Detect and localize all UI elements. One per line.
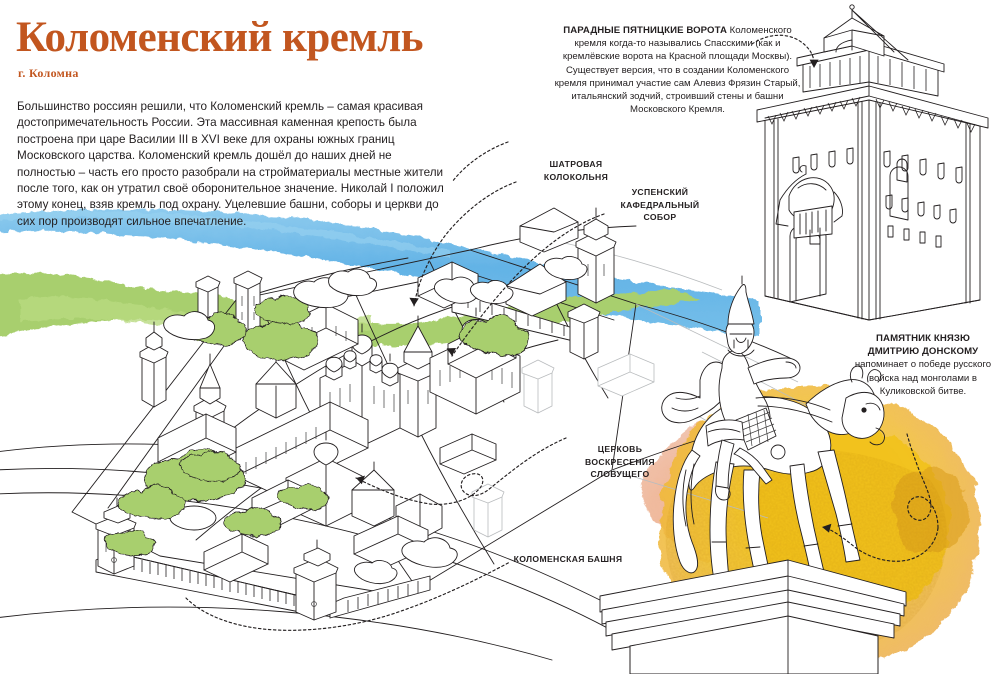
monument-pointer-lines <box>822 433 939 562</box>
caption-dmitry-donskoy-monument: ПАМЯТНИК КНЯЗЮ ДМИТРИЮ ДОНСКОМУ напомина… <box>849 332 997 398</box>
map-pointer-lines <box>185 141 605 631</box>
caption-pyatnitsky-gates: ПАРАДНЫЕ ПЯТНИЦКИЕ ВОРОТА Коломенского к… <box>549 24 806 116</box>
monument-figure <box>661 275 885 595</box>
kremlin-wall <box>95 293 587 619</box>
caption-monument-lead: ПАМЯТНИК КНЯЗЮ ДМИТРИЮ ДОНСКОМУ <box>867 333 979 358</box>
map-label-shatrovaya-kolokolnya: ШАТРОВАЯ КОЛОКОЛЬНЯ <box>543 159 609 182</box>
tower-center-south <box>293 539 339 621</box>
tower-east-gate <box>575 207 617 304</box>
caption-gates-lead: ПАРАДНЫЕ ПЯТНИЦКИЕ ВОРОТА <box>563 25 728 36</box>
page-subtitle: г. Коломна <box>18 66 79 80</box>
map-trees <box>104 294 531 556</box>
monument-pedestal <box>599 559 907 674</box>
shatrovaya-bell-tower <box>397 315 439 438</box>
gates-pointer-arrow <box>751 34 819 68</box>
caption-monument-body: напоминает о победе русского войска над … <box>854 359 992 397</box>
icon-case <box>775 165 843 245</box>
tower-river-west <box>233 270 263 337</box>
map-label-tserkov-voskreseniya: ЦЕРКОВЬ ВОСКРЕСЕНИЯ СЛОВУЩЕГО <box>585 444 655 480</box>
tower-east-pale <box>521 359 555 414</box>
gate-tower-body <box>756 4 989 321</box>
map-towers <box>95 207 617 621</box>
tower-midwest <box>139 321 169 408</box>
map-outline-trees <box>163 256 588 585</box>
intro-paragraph: Большинство россиян решили, что Коломенс… <box>17 100 444 228</box>
caption-gates-body: Коломенского кремля когда-то назывались … <box>554 25 801 116</box>
map-label-uspensky-sobor: УСПЕНСКИЙ КАФЕДРАЛЬНЫЙ СОБОР <box>620 187 700 223</box>
chapel-west <box>255 351 297 419</box>
tower-east-lower <box>567 303 601 360</box>
map-label-kolomenskaya-bashnya: КОЛОМЕНСКАЯ БАШНЯ <box>513 554 623 564</box>
page-title: Коломенский кремль <box>16 14 424 61</box>
